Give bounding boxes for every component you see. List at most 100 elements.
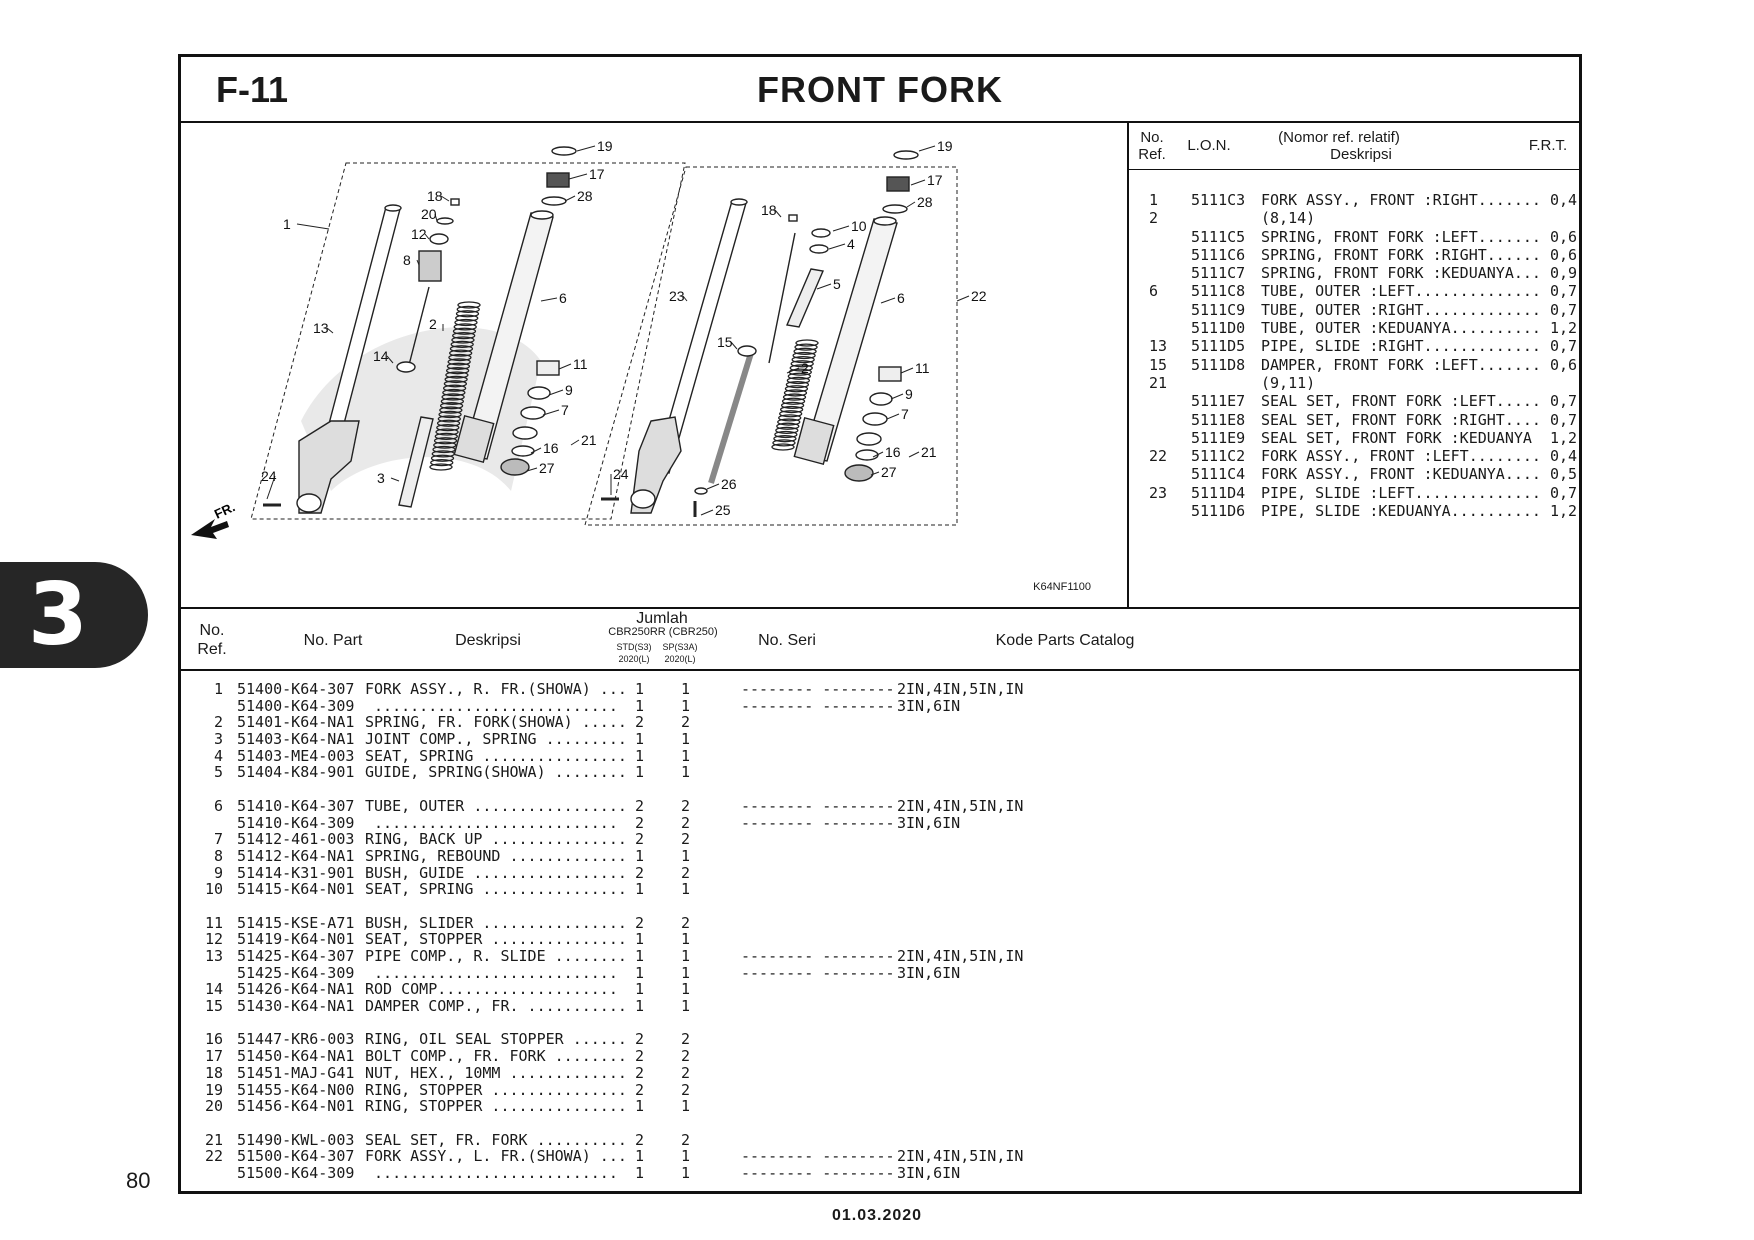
callout-label: 10 bbox=[851, 218, 867, 234]
part-description: TUBE, OUTER ................. bbox=[365, 796, 627, 815]
table-row: 51410-K64-309 ..........................… bbox=[195, 813, 1575, 832]
qty-std: 1 bbox=[635, 846, 645, 865]
part-number: 51456-K64-N01 bbox=[237, 1097, 355, 1116]
part-number: 51404-K84-901 bbox=[237, 763, 355, 782]
qty-sp: 2 bbox=[681, 713, 691, 732]
qty-std: 2 bbox=[635, 1080, 645, 1099]
callout-label: 2 bbox=[801, 360, 809, 376]
callout-label: 24 bbox=[261, 468, 277, 484]
table-row: 51400-K64-309 ..........................… bbox=[195, 696, 1575, 715]
serial-range: -------- -------- bbox=[741, 1163, 895, 1182]
callout-leader bbox=[828, 243, 846, 250]
callout-leader bbox=[266, 475, 276, 500]
ref-description: SEAL SET, FRONT FORK :LEFT..... 0,7 bbox=[1261, 392, 1578, 411]
part-ref: 19 bbox=[204, 1080, 223, 1099]
header-jumlah: Jumlah bbox=[636, 610, 688, 627]
qty-sp: 2 bbox=[681, 1047, 691, 1066]
qty-std: 2 bbox=[635, 1047, 645, 1066]
part-number: 51490-KWL-003 bbox=[237, 1130, 355, 1149]
part-description: SEAT, STOPPER ............... bbox=[365, 930, 627, 949]
qty-std: 1 bbox=[635, 1163, 645, 1182]
part-number: 51414-K31-901 bbox=[237, 863, 355, 882]
callout-leader bbox=[918, 145, 936, 152]
part-description: RING, BACK UP ............... bbox=[365, 830, 627, 849]
header-std: STD(S3) bbox=[616, 642, 652, 652]
part-description: RING, OIL SEAL STOPPER ...... bbox=[365, 1030, 627, 1049]
callout-leader bbox=[700, 509, 714, 516]
spring-coil bbox=[442, 384, 467, 392]
spring-coil bbox=[793, 347, 817, 355]
spring-coil bbox=[449, 345, 474, 353]
part-number: 51419-K64-N01 bbox=[237, 930, 355, 949]
part-ref: 14 bbox=[204, 980, 223, 999]
spring-coil bbox=[452, 331, 476, 340]
qty-sp: 1 bbox=[681, 763, 691, 782]
qty-sp: 1 bbox=[681, 980, 691, 999]
spring-coil bbox=[442, 388, 466, 397]
spring-coil bbox=[779, 405, 804, 414]
callout-leader bbox=[568, 173, 588, 180]
spring-coil bbox=[771, 443, 795, 451]
callout-leader bbox=[870, 471, 880, 476]
callout-label: 25 bbox=[715, 502, 731, 518]
catalog-code: 3IN,6IN bbox=[897, 696, 961, 715]
spring-coil bbox=[456, 305, 480, 314]
qty-sp: 1 bbox=[681, 1147, 691, 1166]
callout-label: 26 bbox=[721, 476, 737, 492]
part-ref: 6 bbox=[213, 796, 223, 815]
part-ref: 18 bbox=[204, 1063, 223, 1082]
qty-sp: 1 bbox=[681, 696, 691, 715]
part-number: 51410-K64-309 bbox=[237, 813, 355, 832]
section-tab: 3 bbox=[0, 562, 148, 668]
callout-label: 7 bbox=[901, 406, 909, 422]
callout-leader bbox=[956, 295, 970, 302]
header-ref: Ref. bbox=[197, 641, 227, 658]
part-ref: 11 bbox=[204, 913, 223, 932]
callout-leader bbox=[570, 439, 580, 446]
part-number: 51447-KR6-003 bbox=[237, 1030, 355, 1049]
spring-coil bbox=[457, 301, 481, 309]
lon-code: 5111D4 bbox=[1191, 483, 1246, 502]
callout-leader bbox=[424, 233, 430, 240]
part-number: 51412-K64-NA1 bbox=[237, 846, 355, 865]
spring-coil bbox=[430, 458, 454, 467]
spring-coil bbox=[440, 397, 465, 405]
qty-sp: 2 bbox=[681, 1080, 691, 1099]
lon-code: 5111D0 bbox=[1191, 319, 1246, 338]
front-label: FR. bbox=[212, 499, 237, 521]
sheet-header: F-11 FRONT FORK bbox=[181, 57, 1579, 123]
table-row: 51500-K64-309 ..........................… bbox=[195, 1165, 1575, 1182]
callout-label: 28 bbox=[917, 194, 933, 210]
serial-range: -------- -------- bbox=[741, 813, 895, 832]
qty-sp: 1 bbox=[681, 746, 691, 765]
callout-label: 8 bbox=[403, 252, 411, 268]
qty-std: 1 bbox=[635, 1097, 645, 1116]
part-number: 51500-K64-309 bbox=[237, 1163, 355, 1182]
callout-leader bbox=[832, 225, 850, 232]
callout-label: 15 bbox=[717, 334, 733, 350]
serial-range: -------- -------- bbox=[741, 696, 895, 715]
qty-std: 2 bbox=[635, 1130, 645, 1149]
header-part-no: No. Part bbox=[303, 632, 363, 649]
catalog-code: 2IN,4IN,5IN,IN bbox=[897, 680, 1024, 698]
qty-std: 1 bbox=[635, 730, 645, 749]
callout-leader bbox=[434, 213, 438, 222]
callout-leader bbox=[730, 341, 738, 350]
qty-std: 2 bbox=[635, 830, 645, 849]
callout-label: 11 bbox=[915, 360, 930, 376]
qty-std: 2 bbox=[635, 813, 645, 832]
callout-label: 5 bbox=[833, 276, 841, 292]
ref-description: FORK ASSY., FRONT :RIGHT....... 0,4 bbox=[1261, 191, 1578, 209]
callout-label: 14 bbox=[373, 348, 389, 364]
qty-std: 1 bbox=[635, 930, 645, 949]
callout-label: 3 bbox=[377, 470, 385, 486]
spring-coil bbox=[445, 371, 469, 379]
